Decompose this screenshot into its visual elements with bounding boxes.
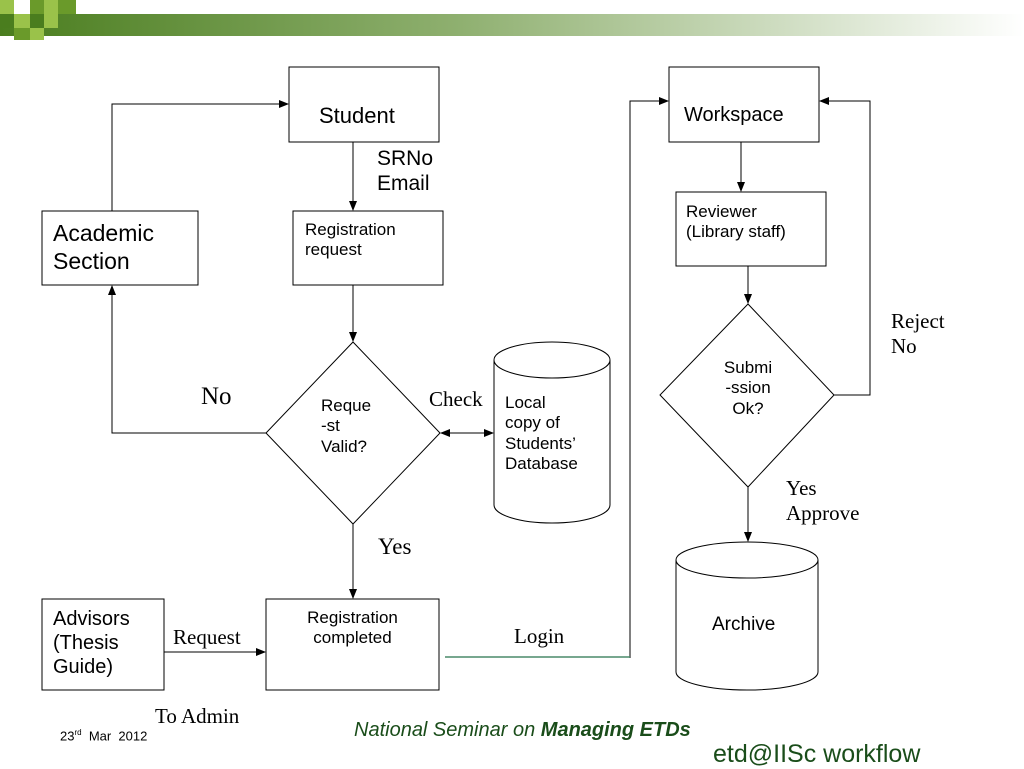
request-valid-label: Reque -st Valid? (321, 396, 372, 456)
workspace-box (668, 66, 820, 143)
edge-label-login: Login (514, 624, 565, 648)
registration-request-label: Registration request (305, 220, 396, 260)
edge-login-to-workspace (629, 97, 669, 658)
registration-completed-label: Registration completed (307, 608, 398, 648)
edge-valid-no-to-academic (108, 285, 266, 434)
registration-completed-box (265, 598, 440, 691)
student-label: Student (319, 103, 395, 128)
advisors-box (41, 598, 165, 691)
reviewer-label: Reviewer (Library staff) (686, 202, 786, 242)
edge-submission-reject-to-workspace (819, 97, 871, 396)
submission-ok-label: Submi -ssion Ok? (723, 358, 773, 418)
advisors-label: Advisors (Thesis Guide) (53, 608, 130, 678)
edge-label-yes: Yes (378, 534, 412, 559)
edge-label-no: No (201, 383, 232, 410)
archive-cylinder (675, 541, 819, 691)
registration-request-box (292, 210, 444, 286)
workspace-label: Workspace (684, 104, 784, 126)
workflow-title: etd@IISc workflow (713, 740, 921, 768)
footer-date: 23rd Mar 2012 (60, 728, 148, 744)
reviewer-box (675, 191, 827, 267)
edge-label-yes-approve: Yes Approve (786, 476, 860, 526)
logo-squares-icon (0, 0, 76, 40)
academic-section-label: Academic Section (53, 220, 154, 274)
archive-label: Archive (712, 614, 776, 635)
seminar-title: National Seminar on Managing ETDs (354, 719, 691, 741)
edge-label-reject-no: Reject No (891, 309, 945, 359)
header-gradient-bar (0, 0, 1024, 40)
local-database-cylinder (493, 341, 611, 524)
edge-academic-to-student (111, 100, 289, 211)
srno-email-label: SRNo Email (377, 147, 434, 196)
edge-label-check: Check (429, 387, 483, 411)
edge-label-to-admin: To Admin (155, 704, 240, 728)
local-database-label: Local copy of Students’ Database (505, 393, 578, 474)
student-box (288, 66, 440, 143)
edge-label-request: Request (173, 625, 241, 649)
academic-section-box (41, 210, 199, 286)
